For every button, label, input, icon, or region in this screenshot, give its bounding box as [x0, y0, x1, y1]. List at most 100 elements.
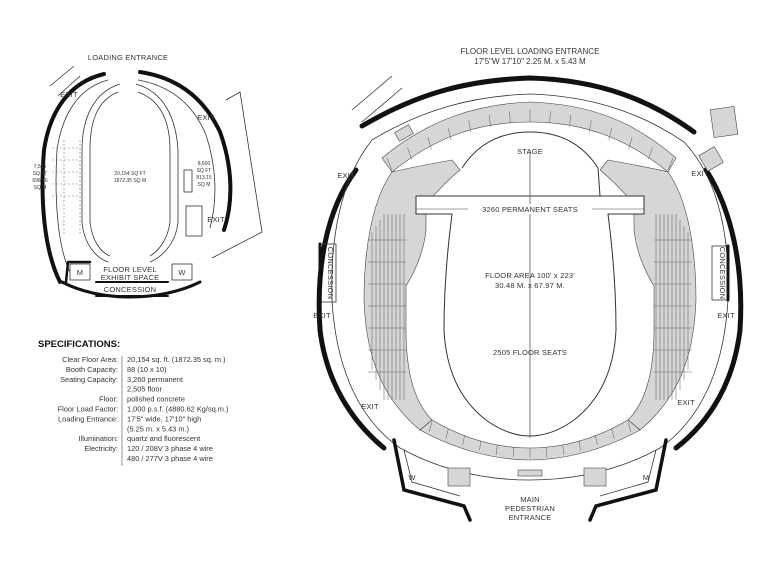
seat-row	[627, 421, 632, 433]
arena-stairs-e	[698, 146, 724, 172]
exhibit-outer-wall	[40, 72, 106, 284]
spec-value: 88 (10 x 10)	[127, 365, 166, 374]
arena-loading-title: FLOOR LEVEL LOADING ENTRANCE	[461, 47, 600, 56]
main-entrance-label-1: MAIN	[520, 495, 540, 504]
seat-row	[428, 421, 433, 433]
floor-area-label: FLOOR AREA 100' x 223'	[485, 271, 575, 280]
loading-entrance-label: LOADING ENTRANCE	[88, 53, 168, 62]
exhibit-room	[183, 169, 193, 193]
spec-rows: Clear Floor Area: 20,154 sq. ft. (1872.35…	[58, 355, 229, 463]
seat-row	[667, 157, 674, 171]
exhibit-right-area-2: SQ FT	[197, 168, 212, 174]
exit-label-nw: EXIT	[60, 90, 78, 99]
exit-label-e-arena: EXIT	[717, 311, 735, 320]
spec-label: Floor Load Factor:	[58, 405, 118, 414]
spec-value: 1,000 p.s.f. (4880.62 Kg/sq.m.)	[127, 405, 228, 414]
seat-row	[407, 147, 412, 160]
seat-row	[488, 114, 491, 127]
exit-label-e: EXIT	[207, 215, 225, 224]
restroom-m-label-arena: M	[643, 473, 649, 482]
spec-label: Seating Capacity:	[60, 375, 118, 384]
seat-row	[512, 447, 514, 458]
arena-stairs-nw	[394, 124, 414, 142]
restroom-m-wall	[64, 260, 92, 284]
restroom-w-label: W	[178, 268, 186, 277]
exit-label-nw-arena: EXIT	[337, 171, 355, 180]
restroom-m-left	[69, 263, 91, 281]
exit-label-ne-arena: EXIT	[691, 169, 709, 178]
exit-label-ne: EXIT	[197, 113, 215, 122]
spec-value: polished concrete	[127, 395, 185, 404]
exhibit-room-2	[185, 205, 203, 237]
spec-label: Floor:	[99, 395, 118, 404]
spec-label: Electricity:	[84, 444, 118, 453]
seat-row-lines	[368, 110, 692, 458]
main-entrance-label-3: ENTRANCE	[509, 513, 552, 522]
exhibit-left-area-3: 696.76	[32, 178, 48, 184]
floor-seats-label: 2505 FLOOR SEATS	[493, 348, 567, 357]
entrance-doors	[517, 469, 543, 477]
stage-label: STAGE	[517, 147, 543, 156]
restroom-m-label: M	[77, 268, 83, 277]
exhibit-annex	[211, 91, 263, 259]
seat-row	[578, 440, 581, 451]
seat-row	[562, 444, 564, 455]
arena-inner-ring	[331, 93, 729, 481]
seat-row	[595, 434, 598, 446]
spec-label: Illumination:	[79, 434, 118, 443]
exhibit-floor-plan: LOADING ENTRANCE EXIT EXIT EXIT 20,154 S…	[32, 53, 263, 299]
concession-wall	[95, 281, 169, 297]
seat-row	[509, 111, 511, 124]
seat-row	[549, 111, 551, 124]
arena-loading-approach	[351, 75, 403, 123]
seat-row	[386, 157, 393, 171]
arena-loading-dimensions: 17'5"W 17'10" 2.25 M. x 5.43 M	[474, 57, 586, 66]
spec-label: Clear Floor Area:	[62, 355, 118, 364]
exit-label-w-arena: EXIT	[313, 311, 331, 320]
spec-label: Booth Capacity:	[66, 365, 118, 374]
restroom-m-inner	[599, 449, 657, 497]
exit-label-sw-arena: EXIT	[361, 402, 379, 411]
arena-stairs-ne	[709, 106, 739, 138]
exhibit-oval-left-inner	[89, 91, 119, 257]
seat-row	[448, 128, 452, 141]
floor-area-metric-label: 30.48 M. x 67.97 M.	[495, 281, 565, 290]
exhibit-left-area-1: 7,505	[34, 164, 47, 170]
seat-row	[569, 114, 572, 127]
entrance-stairs-left	[447, 467, 471, 487]
exhibit-oval-left	[81, 83, 121, 263]
arena-outer-wall-right	[673, 167, 744, 451]
arena-outer-wall-top	[359, 75, 697, 135]
spec-value: 3,260 permanent	[127, 375, 183, 384]
entrance-stairs-right	[583, 467, 607, 487]
exhibit-space-label-2: EXHIBIT SPACE	[101, 273, 160, 282]
seat-row	[445, 428, 449, 439]
seat-row	[496, 444, 498, 455]
exhibit-concession-label: CONCESSION	[104, 285, 156, 294]
exhibit-center-area-sqm: 1872.35 SQ M	[114, 178, 146, 184]
restroom-m-wall	[588, 438, 668, 522]
spec-value: 480 / 277V 3 phase 4 wire	[127, 454, 213, 463]
spec-value: 20,154 sq. ft. (1872.35 sq. m.)	[127, 355, 226, 364]
exhibit-outer-wall-right	[138, 70, 233, 232]
concession-left-label: CONCESSION	[326, 247, 335, 299]
exit-label-se-arena: EXIT	[677, 398, 695, 407]
exhibit-left-area-2: SQ FT	[33, 171, 48, 177]
spec-label: Loading Entrance:	[58, 414, 118, 423]
seat-row	[479, 440, 482, 451]
restroom-w-wall	[392, 438, 472, 522]
seat-row	[427, 137, 432, 150]
seating-lower-arc	[419, 419, 641, 461]
permanent-seats-label: 3260 PERMANENT SEATS	[482, 205, 578, 214]
seat-row	[546, 447, 548, 458]
exhibit-right-area-1: 8,600	[198, 161, 211, 167]
seat-row	[608, 128, 612, 141]
exhibit-center-area-sqft: 20,154 SQ FT	[114, 171, 145, 177]
exhibit-oval-right-inner	[137, 91, 171, 257]
concession-right-label: CONCESSION	[718, 247, 727, 299]
exhibit-inner-wall-right	[137, 79, 216, 229]
seat-row	[611, 428, 615, 439]
spec-value: quartz and fluorescent	[127, 434, 200, 443]
exhibit-right-area-4: SQ M	[198, 182, 211, 188]
